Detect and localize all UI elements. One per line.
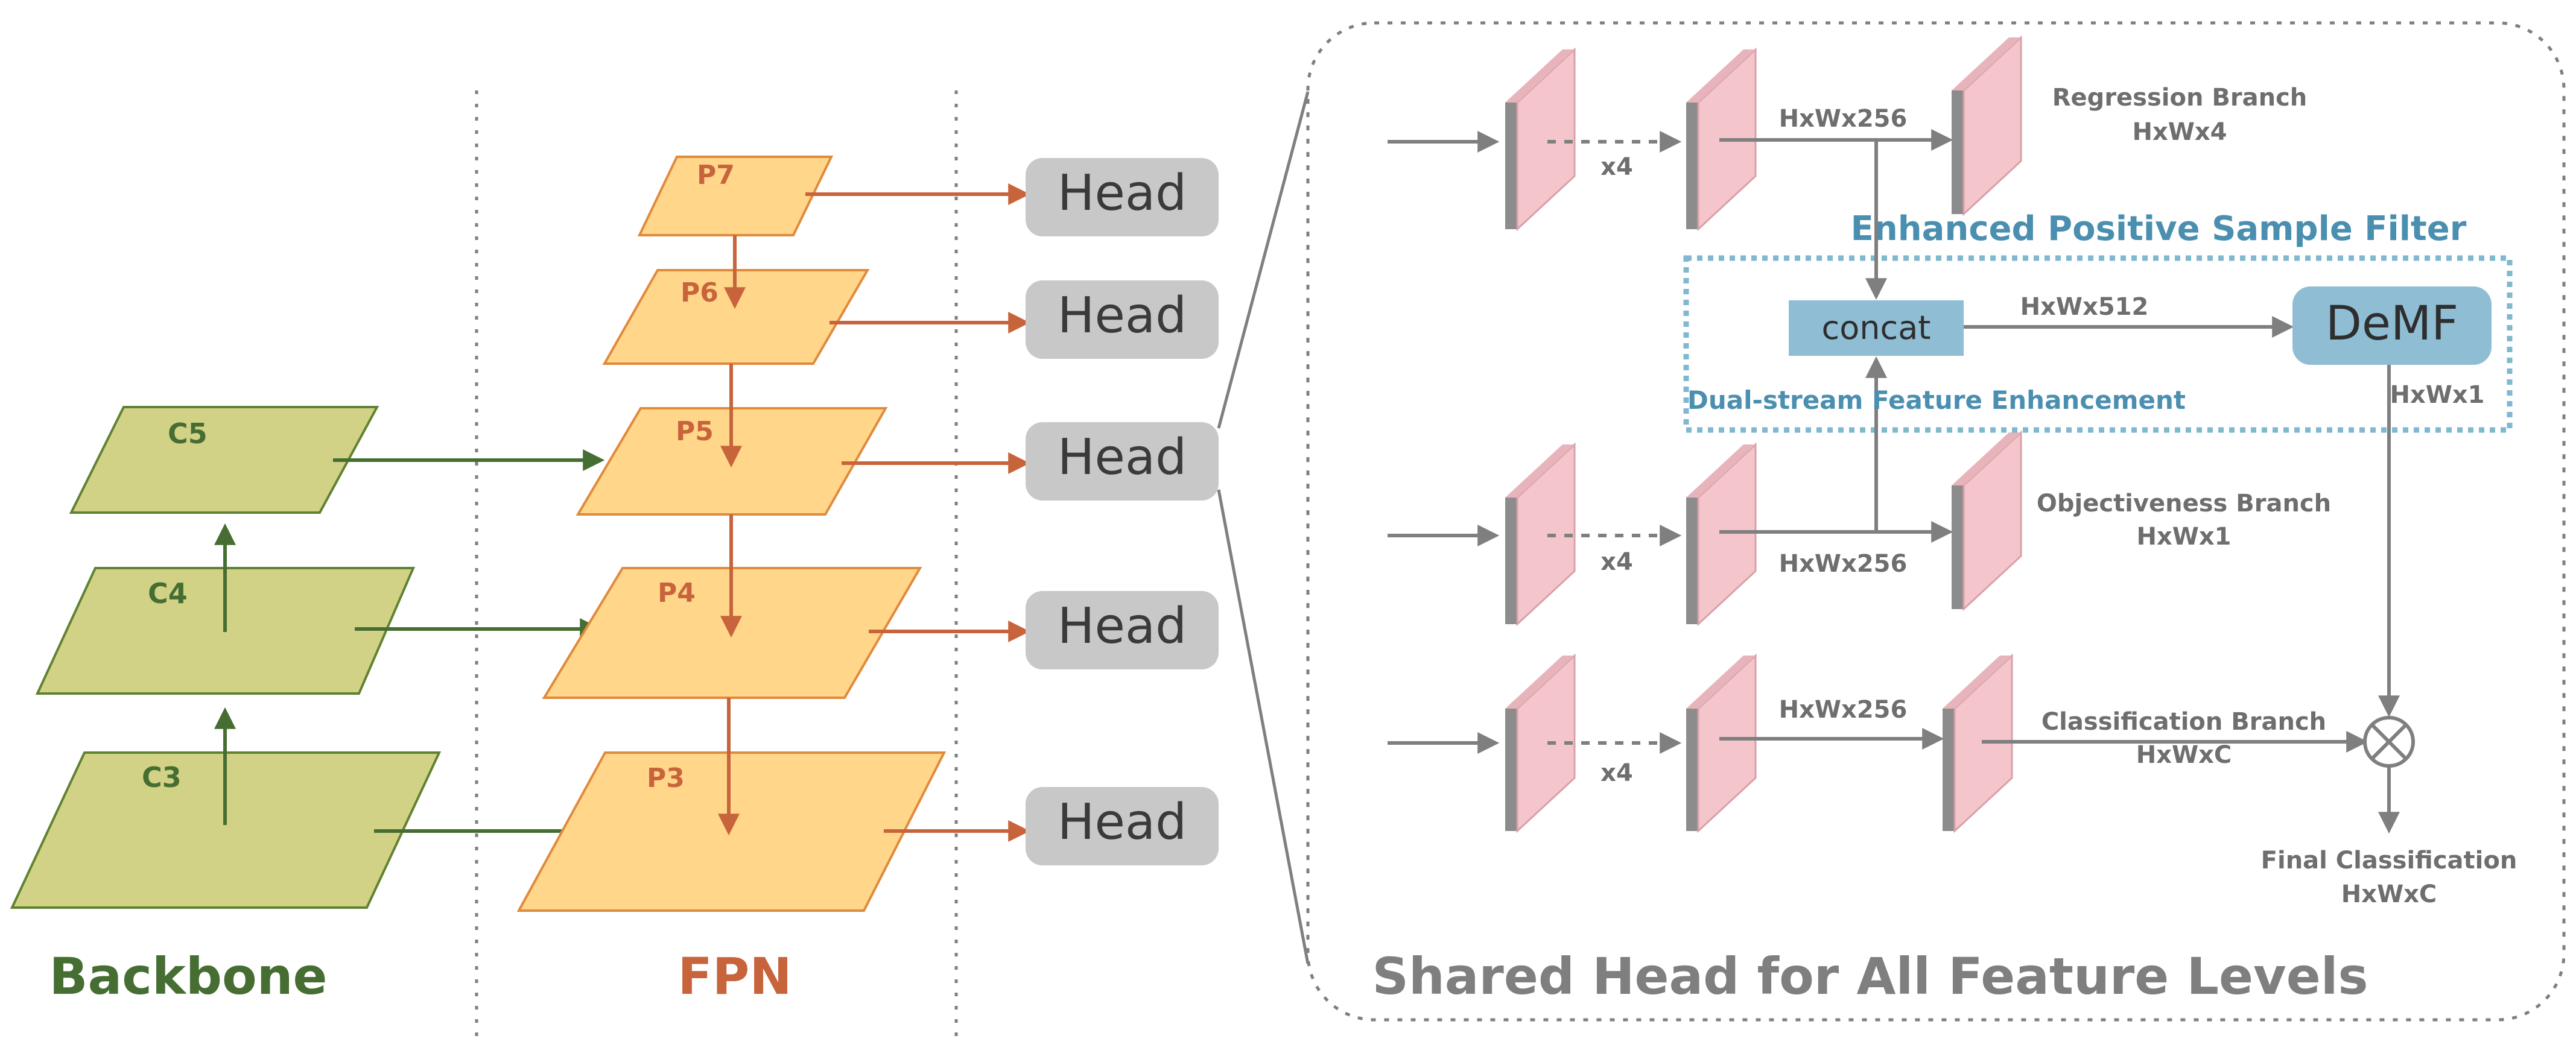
concat-box <box>1789 300 1964 356</box>
enhancement-label: Dual-stream Feature Enhancement <box>1687 385 2186 415</box>
head-box-p5 <box>1026 422 1219 501</box>
filter-title: Enhanced Positive Sample Filter <box>1851 209 2467 248</box>
fpn-p4-label: P4 <box>658 578 696 608</box>
final-classification-name: Final Classification <box>2261 847 2517 874</box>
zoom-line-bottom <box>1217 489 1310 964</box>
demf-out-label: HxWx1 <box>2390 381 2484 409</box>
fpn-p7-label: P7 <box>697 160 735 191</box>
concat-dim-label: HxWx512 <box>2020 293 2149 321</box>
fpn-title: FPN <box>677 947 792 1006</box>
fpn-p3-label: P3 <box>647 763 685 794</box>
fpn-p7-plane <box>637 156 834 236</box>
objectiveness-branch-name: Objectiveness Branch <box>2037 490 2331 517</box>
fpn-p6-plane <box>602 269 870 365</box>
objectiveness-branch-out: HxWx1 <box>2136 523 2231 551</box>
head-box-p7 <box>1026 158 1219 236</box>
head-box-p6 <box>1026 280 1219 359</box>
shared-head-title: Shared Head for All Feature Levels <box>1372 947 2368 1006</box>
feature-block-obj-1 <box>1505 442 1576 627</box>
backbone-c4-label: C4 <box>148 577 188 610</box>
fpn-p6-label: P6 <box>680 277 719 308</box>
feature-block-reg-1 <box>1505 47 1576 232</box>
feature-block-obj-3 <box>1952 430 2022 612</box>
fpn-group: P7 P6 P5 P4 P3 FPN <box>516 156 1030 1006</box>
shared-head-frame <box>1306 21 2566 1022</box>
head-label-p5: Head <box>1058 429 1187 486</box>
regression-branch-name: Regression Branch <box>2052 84 2308 112</box>
backbone-c5-plane <box>69 406 379 514</box>
feature-block-reg-3 <box>1952 35 2022 217</box>
head-box-p3 <box>1026 787 1219 865</box>
classification-branch-out: HxWxC <box>2136 741 2232 769</box>
backbone-title: Backbone <box>49 947 328 1006</box>
enhancement-dashed-box <box>1683 255 2513 433</box>
dim-label-reg: HxWx256 <box>1779 105 1908 133</box>
demf-box <box>2292 286 2492 365</box>
fpn-p3-plane <box>516 751 947 912</box>
feature-block-cls-1 <box>1505 653 1576 833</box>
backbone-group: C5 C4 C3 Backbone <box>10 406 605 1006</box>
dim-label-cls: HxWx256 <box>1779 696 1908 724</box>
head-label-p3: Head <box>1058 794 1187 851</box>
feature-block-cls-2 <box>1686 653 1757 833</box>
demf-label: DeMF <box>2326 297 2458 351</box>
backbone-c3-label: C3 <box>142 761 182 794</box>
backbone-c3-plane <box>10 751 442 909</box>
heads-group: Head Head Head Head Head <box>1026 91 1310 964</box>
backbone-c5-label: C5 <box>168 417 208 450</box>
shared-head-group: x4 x4 x4 HxWx256 HxWx256 HxWx256 Regress… <box>1306 21 2566 1022</box>
fpn-p5-label: P5 <box>676 416 714 447</box>
head-label-p4: Head <box>1058 598 1187 655</box>
concat-label: concat <box>1822 309 1931 347</box>
dim-label-obj: HxWx256 <box>1779 550 1908 578</box>
head-label-p7: Head <box>1058 165 1187 222</box>
multiply-icon <box>2363 716 2415 768</box>
final-classification-dim: HxWxC <box>2341 880 2437 908</box>
feature-block-obj-2 <box>1686 442 1757 627</box>
head-label-p6: Head <box>1058 287 1187 344</box>
classification-branch-name: Classification Branch <box>2041 708 2326 736</box>
repeat-label-cls: x4 <box>1600 759 1633 787</box>
zoom-line-top <box>1217 91 1310 429</box>
regression-branch-out: HxWx4 <box>2132 118 2227 146</box>
head-box-p4 <box>1026 591 1219 669</box>
repeat-label-obj: x4 <box>1600 548 1633 576</box>
repeat-label-reg: x4 <box>1600 153 1633 181</box>
